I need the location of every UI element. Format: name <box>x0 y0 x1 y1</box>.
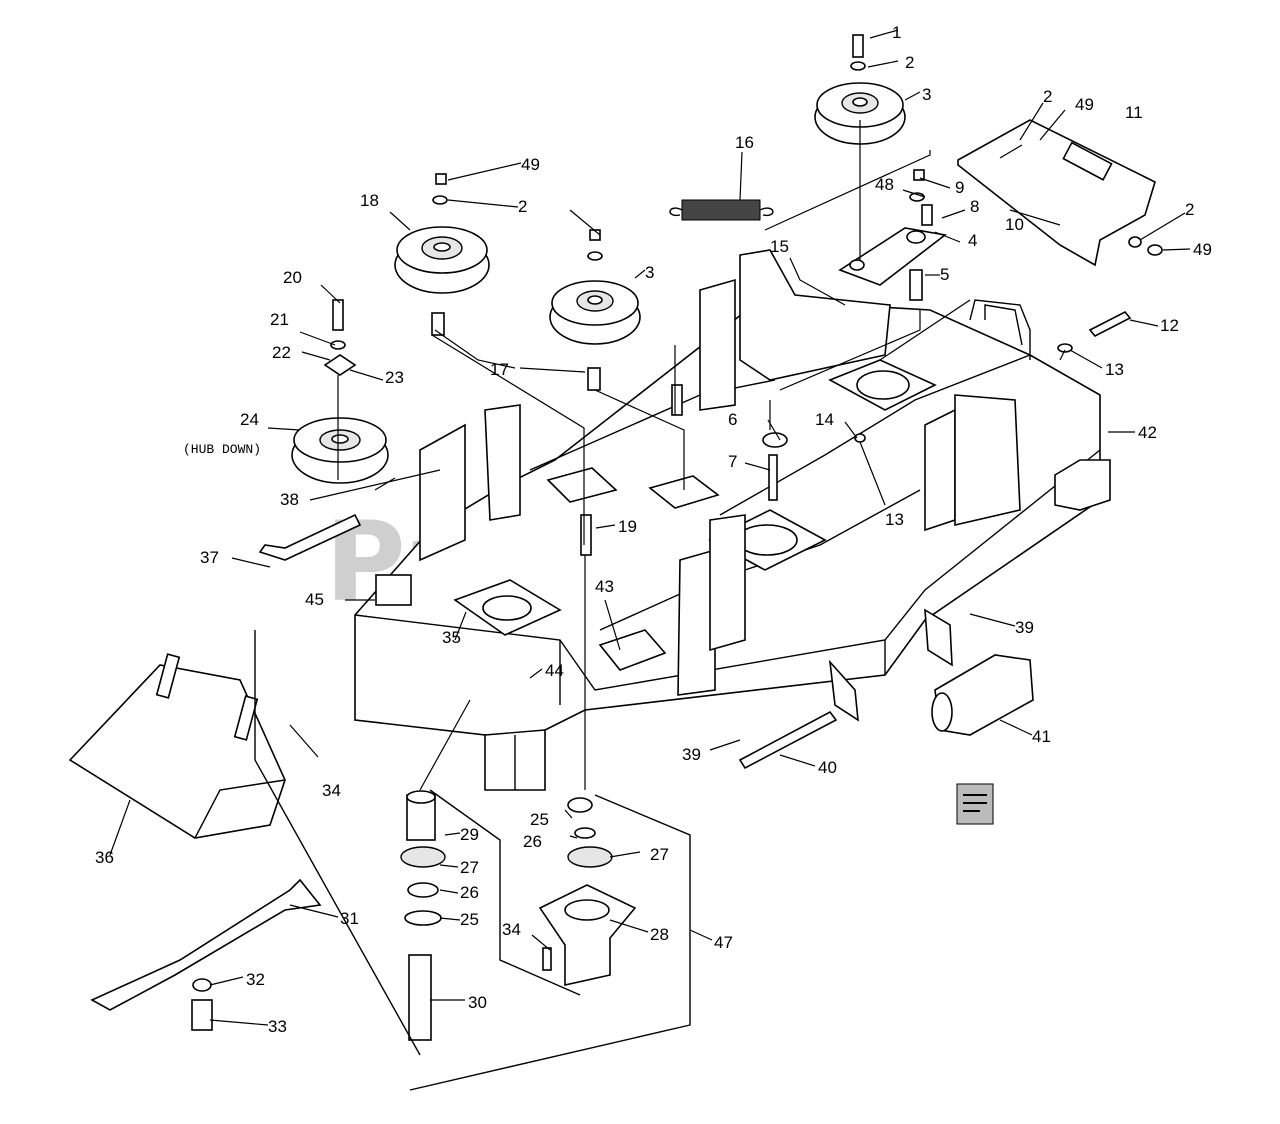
decal-45 <box>375 574 412 606</box>
callout-c19: 19 <box>618 517 637 536</box>
callout-c40: 40 <box>818 758 837 777</box>
callout-c2c: 2 <box>518 197 527 216</box>
rod-37 <box>258 513 362 561</box>
callout-c9: 9 <box>955 178 964 197</box>
belt-guard-10 <box>957 119 1156 267</box>
decal-11 <box>1062 141 1113 181</box>
callout-c49c: 49 <box>1193 240 1212 259</box>
callout-c29: 29 <box>460 825 479 844</box>
callout-c25b: 25 <box>460 910 479 929</box>
callout-c36: 36 <box>95 848 114 867</box>
deck-handle <box>969 299 1031 360</box>
decal-43 <box>598 629 667 671</box>
bracket-40 <box>828 659 859 722</box>
pad-left <box>546 467 618 503</box>
callout-c13b: 13 <box>885 510 904 529</box>
callout-c27b: 27 <box>650 845 669 864</box>
pad-right <box>648 475 720 509</box>
callout-c6: 6 <box>728 410 737 429</box>
callout-c45: 45 <box>305 590 324 609</box>
callout-c47: 47 <box>714 933 733 952</box>
callout-c3a: 3 <box>922 85 931 104</box>
callout-c39b: 39 <box>682 745 701 764</box>
callout-c3b: 3 <box>645 263 654 282</box>
callout-c49b: 49 <box>521 155 540 174</box>
callout-c44: 44 <box>545 661 564 680</box>
pulley-brackets <box>419 249 1021 696</box>
idler-pulley-3-mid <box>549 280 641 345</box>
callout-c8: 8 <box>970 197 979 216</box>
callout-c30: 30 <box>468 993 487 1012</box>
callout-c17: 17 <box>490 360 509 379</box>
callout-c2a: 2 <box>905 53 914 72</box>
spindle-assembly <box>400 790 637 1041</box>
callout-c37: 37 <box>200 548 219 567</box>
axle-40 <box>738 710 838 770</box>
page-icon <box>956 783 994 825</box>
callout-c13a: 13 <box>1105 360 1124 379</box>
callout-c27a: 27 <box>460 858 479 877</box>
callout-c20: 20 <box>283 268 302 287</box>
callout-c49a: 49 <box>1075 95 1094 114</box>
callout-c34a: 34 <box>322 781 341 800</box>
roller-41 <box>931 654 1034 736</box>
blade-bolt-33 <box>191 999 213 1031</box>
callout-c10: 10 <box>1005 215 1024 234</box>
callout-c25a: 25 <box>530 810 549 829</box>
discharge-deflector-36 <box>68 653 286 839</box>
callout-c28: 28 <box>650 925 669 944</box>
hub-down-note: (HUB DOWN) <box>183 442 261 457</box>
callout-c26b: 26 <box>460 883 479 902</box>
callout-c43: 43 <box>595 577 614 596</box>
callout-c34b: 34 <box>502 920 521 939</box>
callout-c23: 23 <box>385 368 404 387</box>
callout-c18: 18 <box>360 191 379 210</box>
callout-c35: 35 <box>442 628 461 647</box>
callout-c41: 41 <box>1032 727 1051 746</box>
drive-pulley-24 <box>291 417 389 484</box>
callout-c38: 38 <box>280 490 299 509</box>
callout-c14: 14 <box>815 410 834 429</box>
leader-lines <box>109 29 1191 1026</box>
callout-c12: 12 <box>1160 316 1179 335</box>
idler-pulley-3-top <box>814 82 906 145</box>
idler-pulley-18 <box>394 226 490 294</box>
blade-bolt-32 <box>192 978 212 992</box>
callout-c1: 1 <box>892 23 901 42</box>
callout-c4: 4 <box>968 231 977 250</box>
callout-c22: 22 <box>272 343 291 362</box>
callout-c11: 11 <box>1125 103 1143 122</box>
callout-c15: 15 <box>770 237 789 256</box>
tension-spring-16 <box>669 199 774 221</box>
hitch-bracket-42 <box>1054 459 1111 511</box>
callout-c5: 5 <box>940 265 949 284</box>
callout-c26a: 26 <box>523 832 542 851</box>
callout-c33: 33 <box>268 1017 287 1036</box>
callout-c16: 16 <box>735 133 754 152</box>
callout-c32: 32 <box>246 970 265 989</box>
callout-c2b: 2 <box>1043 87 1052 106</box>
callout-c2d: 2 <box>1185 200 1194 219</box>
bracket-39 <box>924 608 953 667</box>
callout-c42: 42 <box>1138 423 1157 442</box>
callout-c31: 31 <box>340 909 359 928</box>
callout-c21: 21 <box>270 310 289 329</box>
callout-c48: 48 <box>875 175 894 194</box>
blade-31 <box>90 878 322 1011</box>
callout-c39a: 39 <box>1015 618 1034 637</box>
callout-c24: 24 <box>240 410 259 429</box>
callout-c7: 7 <box>728 452 737 471</box>
